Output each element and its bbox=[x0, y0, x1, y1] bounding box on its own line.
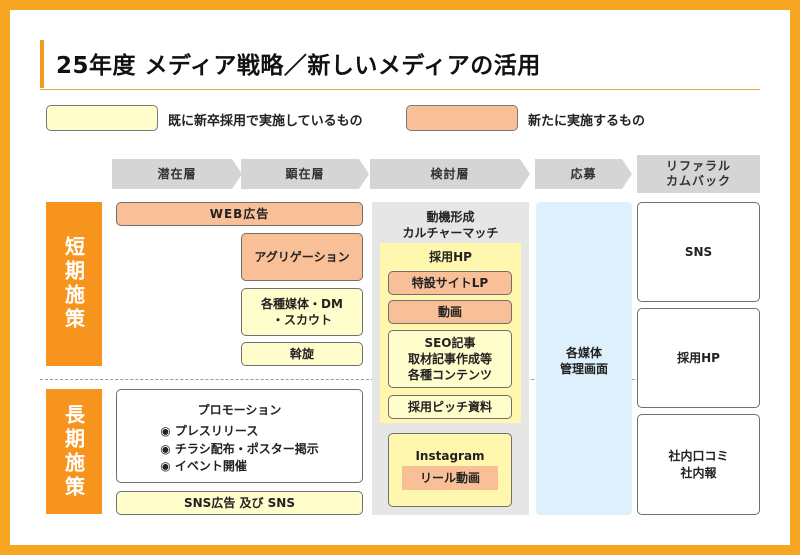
stage-header-apply: 応募 bbox=[535, 159, 632, 189]
stage-header-apparent: 顕在層 bbox=[241, 159, 369, 189]
recruit-pitch-box: 採用ピッチ資料 bbox=[388, 395, 512, 419]
aggregation-box: アグリゲーション bbox=[241, 233, 363, 281]
promotion-box: プロモーション ◉ プレスリリース ◉ チラシ配布・ポスター掲示 ◉ イベント開… bbox=[116, 389, 363, 483]
seo-content-box: SEO記事 取材記事作成等 各種コンテンツ bbox=[388, 330, 512, 388]
stage-header-referral: リファラル カムバック bbox=[637, 155, 760, 193]
promotion-title: プロモーション bbox=[197, 403, 282, 417]
promotion-item: ◉ チラシ配布・ポスター掲示 bbox=[160, 441, 319, 456]
promotion-item: ◉ イベント開催 bbox=[160, 458, 247, 473]
referral-recruit-hp-box: 採用HP bbox=[637, 308, 760, 408]
instagram-label: Instagram bbox=[415, 449, 485, 463]
referral-reviews-box: 社内口コミ 社内報 bbox=[637, 414, 760, 515]
period-label-short: 短期施策 bbox=[46, 202, 102, 366]
reel-video-box: リール動画 bbox=[402, 466, 498, 490]
period-label-long: 長期施策 bbox=[46, 389, 102, 514]
mediation-box: 斡旋 bbox=[241, 342, 363, 366]
promotion-item: ◉ プレスリリース bbox=[160, 424, 259, 439]
legend-existing-swatch bbox=[46, 105, 158, 131]
apply-column bbox=[536, 202, 632, 515]
recruit-hp-title: 採用HP bbox=[429, 250, 472, 264]
media-admin-label: 各媒体 管理画面 bbox=[559, 346, 608, 377]
video-box: 動画 bbox=[388, 300, 512, 324]
motivation-culture-label: 動機形成 カルチャーマッチ bbox=[402, 210, 499, 241]
legend-new-label: 新たに実施するもの bbox=[528, 114, 646, 129]
page-title: 25年度 メディア戦略／新しいメディアの活用 bbox=[56, 53, 541, 79]
legend-existing-label: 既に新卒採用で実施しているもの bbox=[168, 114, 363, 129]
title-underline bbox=[40, 89, 760, 90]
web-ad-box: WEB広告 bbox=[116, 202, 363, 226]
title-accent-bar bbox=[40, 40, 44, 88]
legend-new-swatch bbox=[406, 105, 518, 131]
stage-header-consideration: 検討層 bbox=[370, 159, 530, 189]
referral-sns-box: SNS bbox=[637, 202, 760, 302]
special-site-lp-box: 特設サイトLP bbox=[388, 271, 512, 295]
stage-header-latent: 潜在層 bbox=[112, 159, 242, 189]
promotion-list: ◉ プレスリリース ◉ チラシ配布・ポスター掲示 ◉ イベント開催 bbox=[160, 423, 318, 475]
media-dm-scout-box: 各種媒体・DM ・スカウト bbox=[241, 288, 363, 336]
sns-ad-box: SNS広告 及び SNS bbox=[116, 491, 363, 515]
